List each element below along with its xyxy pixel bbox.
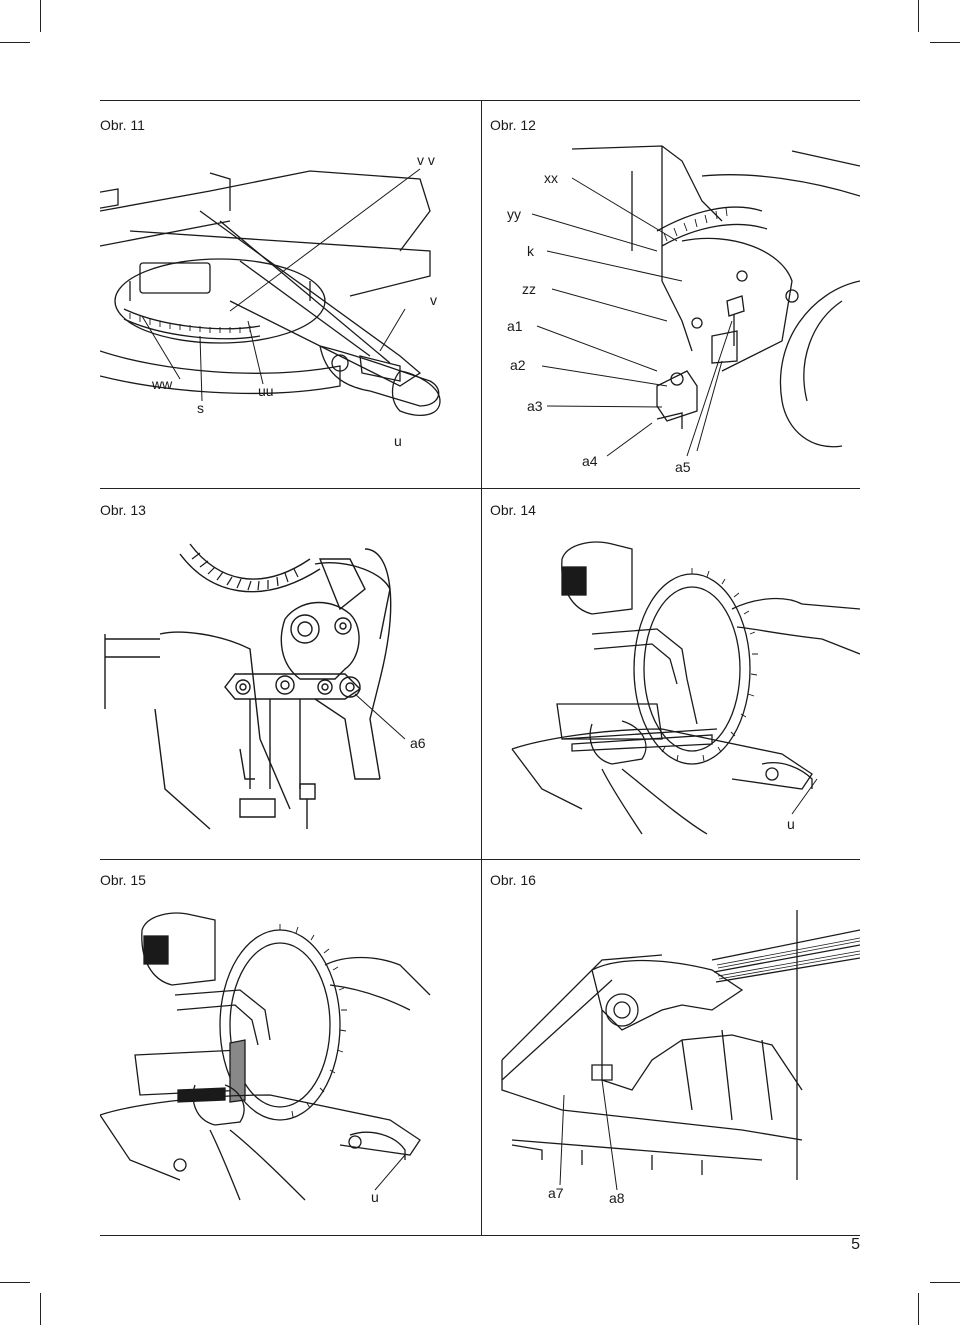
figure-title: Obr. 15 bbox=[100, 872, 146, 888]
figure-15: Obr. 15 bbox=[100, 860, 480, 1234]
figure-title: Obr. 11 bbox=[100, 117, 145, 133]
figure-11: Obr. 11 bbox=[100, 101, 480, 487]
bevel-stop-drawing bbox=[482, 101, 860, 487]
grid-rule-bottom bbox=[100, 1235, 860, 1236]
callout-label: xx bbox=[544, 170, 558, 186]
callout-label: u bbox=[787, 816, 795, 832]
figure-title: Obr. 13 bbox=[100, 502, 146, 518]
square-check-drawing-2 bbox=[100, 860, 480, 1234]
crop-mark bbox=[0, 1282, 30, 1283]
callout-label: a1 bbox=[507, 318, 523, 334]
figure-16: Obr. 16 a7 a8 bbox=[482, 860, 860, 1234]
crop-mark bbox=[918, 0, 919, 32]
callout-label: u bbox=[394, 433, 402, 449]
page-number: 5 bbox=[851, 1236, 860, 1253]
figure-title: Obr. 16 bbox=[490, 872, 536, 888]
callout-label: a5 bbox=[675, 459, 691, 475]
crop-mark bbox=[930, 42, 960, 43]
callout-label: yy bbox=[507, 206, 521, 222]
grid-rule-row1 bbox=[100, 488, 860, 489]
grid-rule-row2 bbox=[100, 859, 860, 860]
crop-mark bbox=[40, 1293, 41, 1325]
callout-label: u bbox=[371, 1189, 379, 1205]
callout-label: a4 bbox=[582, 453, 598, 469]
grid-rule-top bbox=[100, 100, 860, 101]
callout-label: a3 bbox=[527, 398, 543, 414]
figure-12: Obr. 12 bbox=[482, 101, 860, 487]
callout-label: v v bbox=[417, 152, 435, 168]
callout-label: a2 bbox=[510, 357, 526, 373]
crop-mark bbox=[0, 42, 30, 43]
callout-label: uu bbox=[258, 383, 274, 399]
callout-label: a6 bbox=[410, 735, 426, 751]
callout-label: zz bbox=[522, 281, 536, 297]
grid-rule-middle bbox=[481, 100, 482, 1235]
callout-label: s bbox=[197, 400, 204, 416]
callout-label: k bbox=[527, 243, 534, 259]
callout-label: ww bbox=[152, 376, 173, 392]
fence-detail-drawing bbox=[482, 860, 860, 1234]
callout-label: a7 bbox=[548, 1185, 564, 1201]
crop-mark bbox=[930, 1282, 960, 1283]
crop-mark bbox=[918, 1293, 919, 1325]
callout-label: a8 bbox=[609, 1190, 625, 1206]
miter-table-drawing bbox=[100, 101, 480, 487]
square-check-drawing bbox=[482, 489, 860, 858]
bevel-lock-drawing bbox=[100, 489, 480, 858]
figure-title: Obr. 12 bbox=[490, 117, 536, 133]
figure-14: Obr. 14 bbox=[482, 489, 860, 858]
figure-title: Obr. 14 bbox=[490, 502, 536, 518]
callout-label: v bbox=[430, 292, 437, 308]
figure-13: Obr. 13 bbox=[100, 489, 480, 858]
crop-mark bbox=[40, 0, 41, 32]
